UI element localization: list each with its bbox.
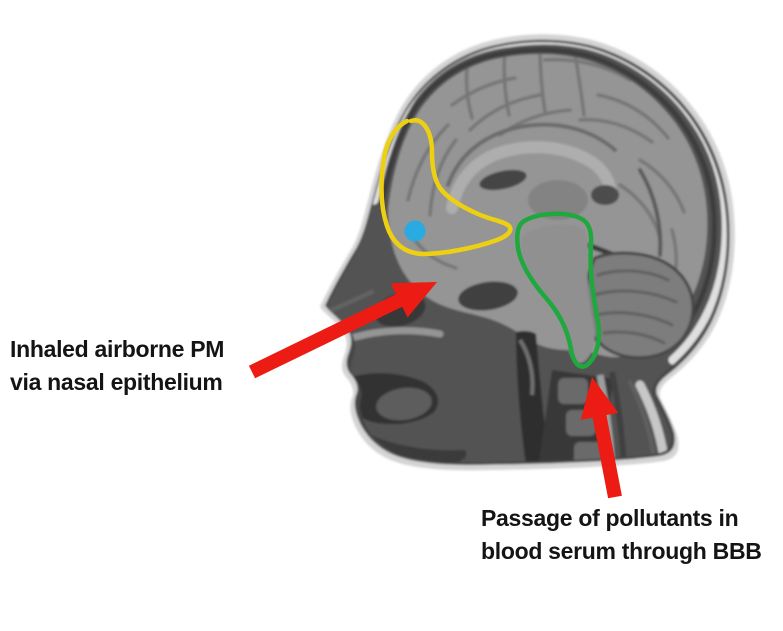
nasal-route-label: Inhaled airborne PM via nasal epithelium [10,333,224,399]
head-anatomy [327,42,727,463]
bbb-route-label-line2: blood serum through BBB [481,538,762,564]
particle-dot-marker [404,220,426,242]
yellow-region-outline [379,118,513,257]
bbb-route-label: Passage of pollutants in blood serum thr… [481,502,762,568]
mri-head-image [320,34,735,471]
bbb-route-arrow-icon [580,377,622,499]
nasal-route-label-line1: Inhaled airborne PM [10,336,225,362]
green-region-outline [515,211,602,369]
bbb-route-label-line1: Passage of pollutants in [481,505,739,531]
nasal-route-arrow-icon [248,282,437,379]
nasal-route-label-line2: via nasal epithelium [10,369,223,395]
